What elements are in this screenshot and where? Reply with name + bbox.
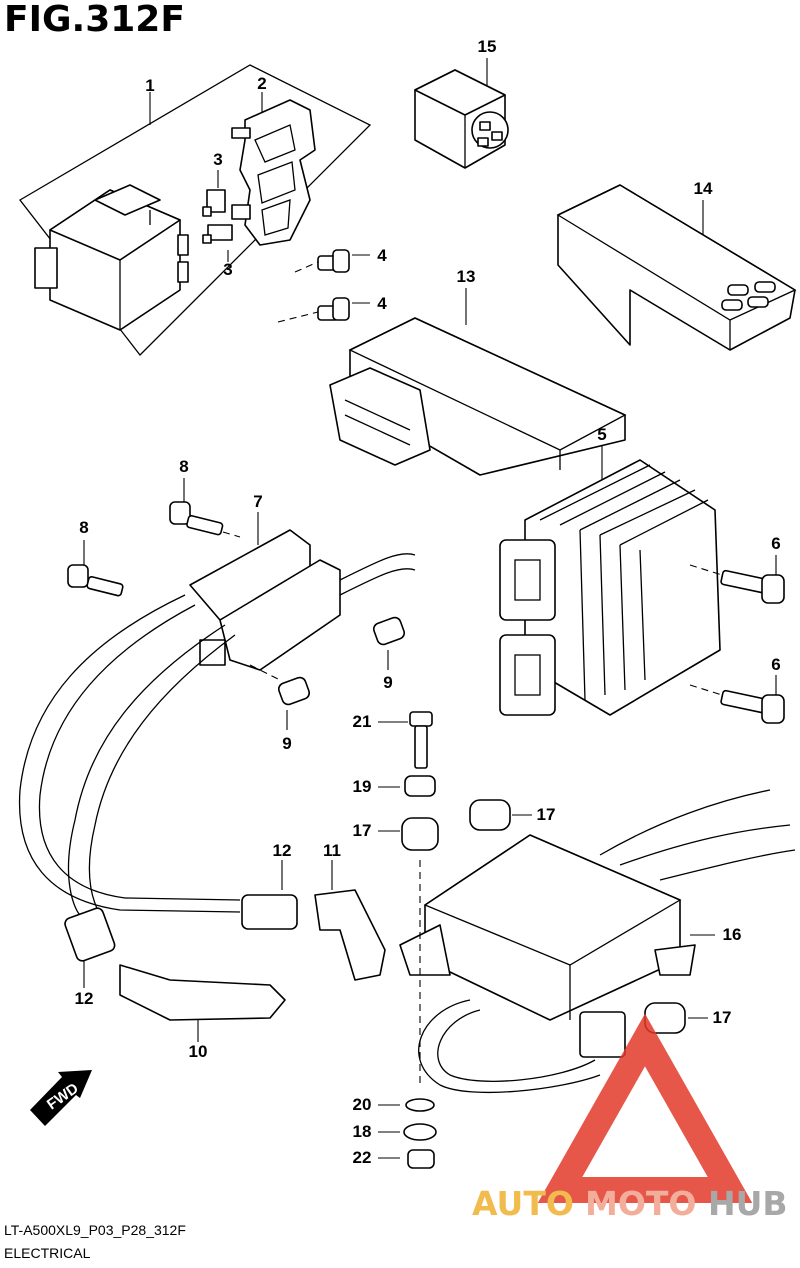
part-6-bolts <box>689 555 785 724</box>
part-2-cover <box>231 92 316 246</box>
callout-9: 9 <box>383 673 393 692</box>
fwd-arrow-icon: FWD <box>30 1070 92 1126</box>
callout-7: 7 <box>253 492 263 511</box>
callout-4: 4 <box>377 246 387 265</box>
callout-17: 17 <box>536 805 556 824</box>
callout-6: 6 <box>771 534 781 553</box>
part-16-module <box>399 789 796 1094</box>
callout-18: 18 <box>352 1122 372 1141</box>
callout-20: 20 <box>352 1095 372 1114</box>
callout-8: 8 <box>179 457 189 476</box>
callout-5: 5 <box>597 425 607 444</box>
figure-code: LT-A500XL9_P03_P28_312F <box>4 1222 186 1238</box>
watermark-hub: HUB <box>708 1184 788 1223</box>
callout-1: 1 <box>145 76 155 95</box>
callout-6: 6 <box>771 655 781 674</box>
automotohub-watermark: AUTO MOTO HUB <box>472 1013 788 1223</box>
part-1-relay-group <box>19 64 372 356</box>
callout-15: 15 <box>477 37 497 56</box>
callout-11: 11 <box>323 841 341 860</box>
callout-8: 8 <box>79 518 89 537</box>
part-10-cap <box>119 964 286 1042</box>
figure-section: ELECTRICAL <box>4 1245 91 1261</box>
part-4-screws <box>277 249 370 323</box>
part-5-regulator <box>499 445 721 716</box>
part-15-connector <box>414 58 509 169</box>
callout-10: 10 <box>188 1042 208 1061</box>
callout-4: 4 <box>377 294 387 313</box>
callout-17: 17 <box>712 1008 732 1027</box>
watermark-moto: MOTO <box>585 1184 696 1223</box>
callout-3: 3 <box>213 150 223 169</box>
callout-17: 17 <box>352 821 372 840</box>
callout-13: 13 <box>456 267 476 286</box>
callout-14: 14 <box>693 179 713 198</box>
part-8-bolts <box>67 478 241 597</box>
callout-12: 12 <box>74 989 94 1008</box>
part-11-cap <box>314 860 386 981</box>
callout-9: 9 <box>282 734 292 753</box>
part-14-pad <box>556 184 797 351</box>
part-12-caps <box>64 860 298 988</box>
part-3-fuses <box>202 170 251 262</box>
callout-21: 21 <box>352 712 372 731</box>
callout-16: 16 <box>722 925 742 944</box>
callout-19: 19 <box>352 777 372 796</box>
part-13-ecm <box>329 288 627 476</box>
watermark-auto: AUTO <box>472 1184 574 1223</box>
callout-2: 2 <box>257 74 267 93</box>
plug-lead-cables <box>18 594 241 916</box>
part-9-collars <box>249 616 406 730</box>
callout-12: 12 <box>272 841 292 860</box>
callout-22: 22 <box>352 1148 372 1167</box>
figure-title: FIG.312F <box>4 0 185 40</box>
small-fasteners <box>378 711 437 1169</box>
part-7-ignition-coil <box>189 512 416 671</box>
callout-3: 3 <box>223 260 233 279</box>
